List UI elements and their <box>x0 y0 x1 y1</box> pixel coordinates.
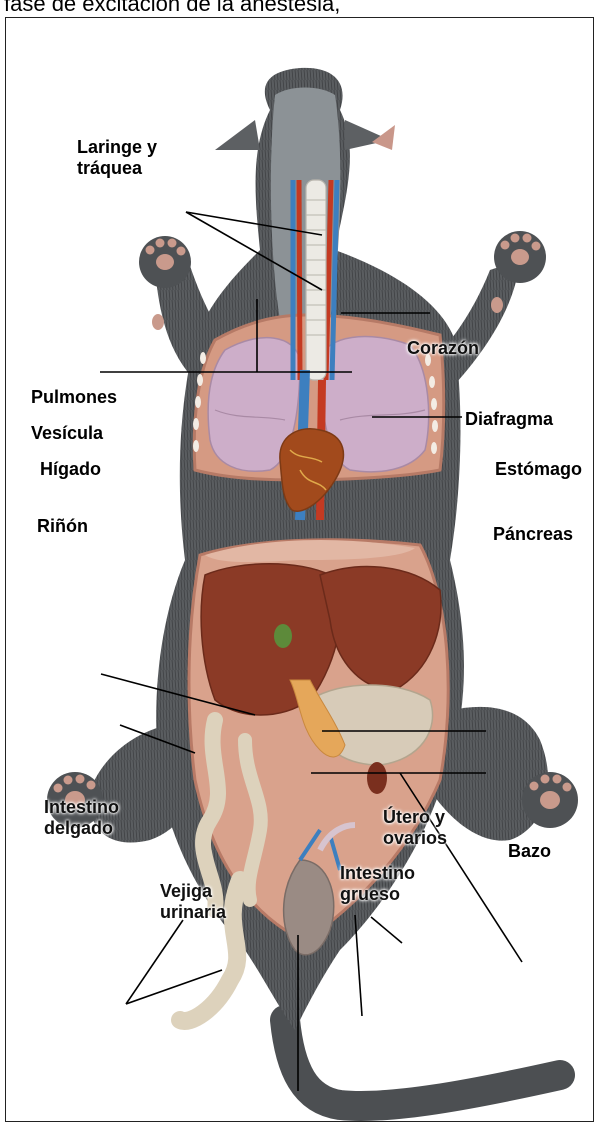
label-corazon: Corazón <box>407 338 479 359</box>
label-diafragma: Diafragma <box>465 409 553 430</box>
label-estomago: Estómago <box>495 459 582 480</box>
label-pulmones: Pulmones <box>31 387 117 408</box>
label-pancreas: Páncreas <box>493 524 573 545</box>
label-rinon: Riñón <box>37 516 88 537</box>
tail <box>285 1020 560 1106</box>
label-bazo: Bazo <box>508 841 551 862</box>
label-vesicula: Vesícula <box>31 423 103 444</box>
spleen <box>367 762 387 794</box>
label-higado: Hígado <box>40 459 101 480</box>
